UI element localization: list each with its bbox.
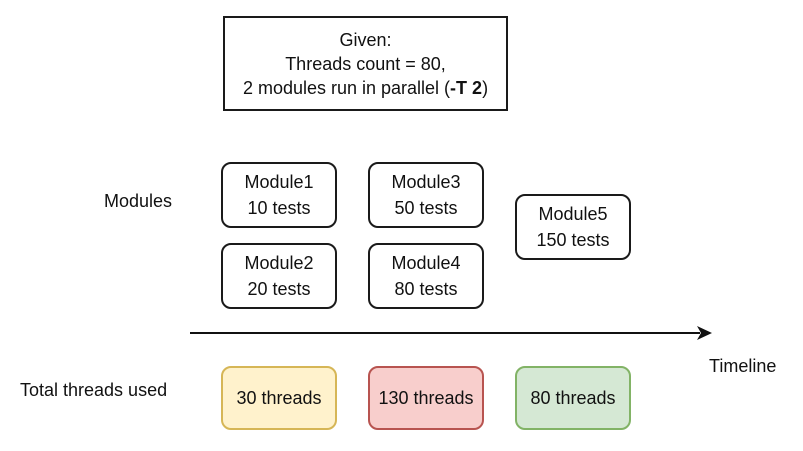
threads-box-2: 130 threads: [368, 366, 484, 430]
timeline-label: Timeline: [709, 356, 777, 376]
threads-box-1-label: 30 threads: [236, 387, 322, 408]
given-box: Given: Threads count = 80, 2 modules run…: [223, 16, 508, 111]
given-title: Given:: [339, 29, 392, 50]
module-5-box: Module5 150 tests: [515, 194, 631, 260]
module-2-name: Module2: [244, 253, 314, 273]
modules-label: Modules: [104, 191, 173, 211]
given-threads-count: Threads count = 80,: [285, 53, 446, 74]
given-parallel-line: 2 modules run in parallel (-T 2): [243, 76, 488, 100]
threads-box-3-label: 80 threads: [530, 387, 616, 408]
module-5-tests: 150 tests: [536, 230, 610, 250]
threads-box-3: 80 threads: [515, 366, 631, 430]
module-2-tests: 20 tests: [247, 279, 311, 299]
module-3-tests: 50 tests: [394, 198, 458, 218]
module-3-name: Module3: [391, 172, 461, 192]
threads-box-1: 30 threads: [221, 366, 337, 430]
given-parallel-prefix: 2 modules run in parallel (: [242, 77, 451, 98]
module-3-box: Module3 50 tests: [368, 162, 484, 228]
module-1-name: Module1: [244, 172, 314, 192]
total-threads-label: Total threads used: [20, 380, 168, 400]
module-4-box: Module4 80 tests: [368, 243, 484, 309]
module-1-box: Module1 10 tests: [221, 162, 337, 228]
module-4-name: Module4: [391, 253, 461, 273]
module-2-box: Module2 20 tests: [221, 243, 337, 309]
threads-box-2-label: 130 threads: [378, 387, 474, 408]
module-5-name: Module5: [538, 204, 608, 224]
timeline-arrowhead-icon: [697, 326, 712, 340]
module-4-tests: 80 tests: [394, 279, 458, 299]
given-parallel-flag: -T 2: [450, 77, 483, 98]
module-1-tests: 10 tests: [247, 198, 311, 218]
given-parallel-suffix: ): [482, 77, 489, 98]
